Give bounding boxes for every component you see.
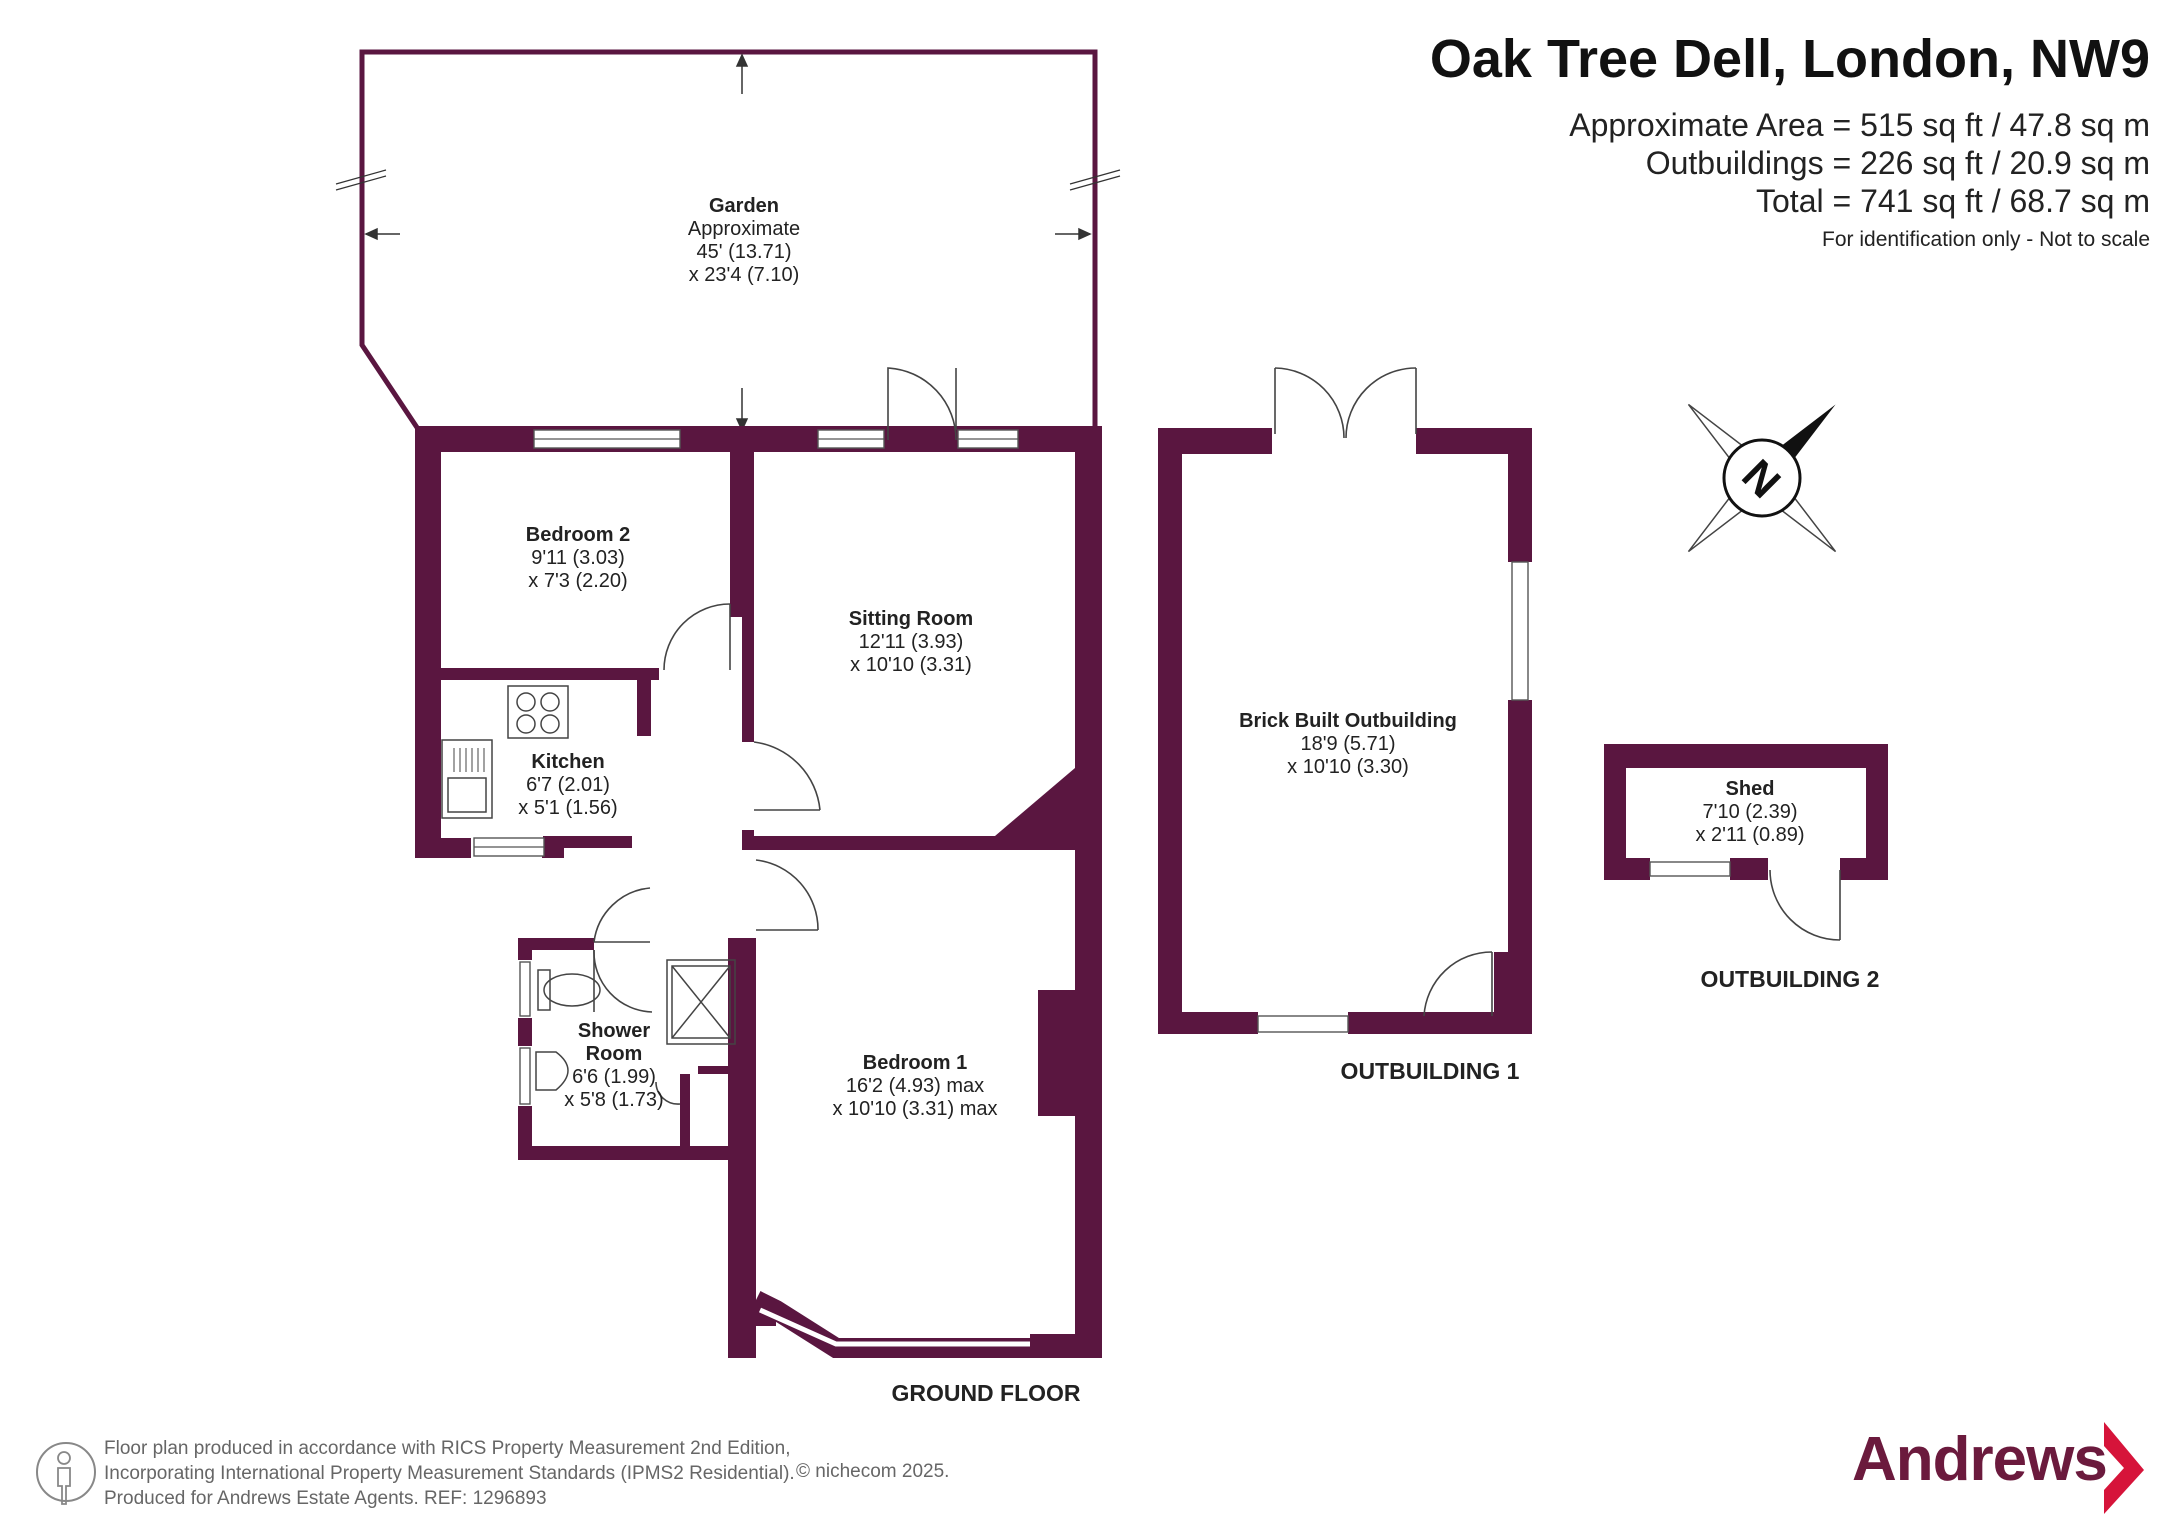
room-bedroom-2: Bedroom 2 9'11 (3.03) x 7'3 (2.20) <box>525 524 631 592</box>
outbuildings-area: Outbuildings = 226 sq ft / 20.9 sq m <box>1645 145 2150 181</box>
room-garden: Garden Approximate 45' (13.71) x 23'4 (7… <box>687 195 801 286</box>
room-name: Garden <box>708 195 780 217</box>
room-brick-outbuilding: Brick Built Outbuilding 18'9 (5.71) x 10… <box>1239 710 1457 778</box>
label-outbuilding-2: OUTBUILDING 2 <box>1700 966 1880 992</box>
copyright: © nichecom 2025. <box>796 1461 950 1482</box>
total-area: Total = 741 sq ft / 68.7 sq m <box>1756 183 2150 219</box>
label-ground-floor: GROUND FLOOR <box>891 1380 1081 1406</box>
outbuilding1-walls <box>1158 428 1532 1034</box>
page-title: Oak Tree Dell, London, NW9 <box>1429 29 2150 89</box>
footer-disclaimer: Floor plan produced in accordance with R… <box>104 1438 795 1509</box>
room-kitchen: Kitchen 6'7 (2.01) x 5'1 (1.56) <box>518 751 618 819</box>
room-bedroom-1: Bedroom 1 16'2 (4.93) max x 10'10 (3.31)… <box>832 1052 998 1120</box>
room-shower-room: Shower Room 6'6 (1.99) x 5'8 (1.73) <box>564 1020 664 1111</box>
garden-boundary <box>359 49 1098 434</box>
label-outbuilding-1: OUTBUILDING 1 <box>1340 1058 1520 1084</box>
room-sitting-room: Sitting Room 12'11 (3.93) x 10'10 (3.31) <box>848 608 974 676</box>
room-shed: Shed 7'10 (2.39) x 2'11 (0.89) <box>1695 778 1805 846</box>
scale-note: For identification only - Not to scale <box>1822 228 2150 251</box>
person-scale-badge <box>36 1442 96 1502</box>
approx-area: Approximate Area = 515 sq ft / 47.8 sq m <box>1569 107 2150 143</box>
brand-logo: Andrews <box>1852 1425 2108 1494</box>
kitchen-fixtures <box>441 685 736 1091</box>
compass-icon <box>1687 403 1837 553</box>
shed-walls <box>1604 744 1888 880</box>
door-sitting-garden <box>887 367 957 441</box>
brand-chevron-icon <box>2104 1422 2144 1514</box>
ground-floor-walls <box>415 426 1102 1358</box>
